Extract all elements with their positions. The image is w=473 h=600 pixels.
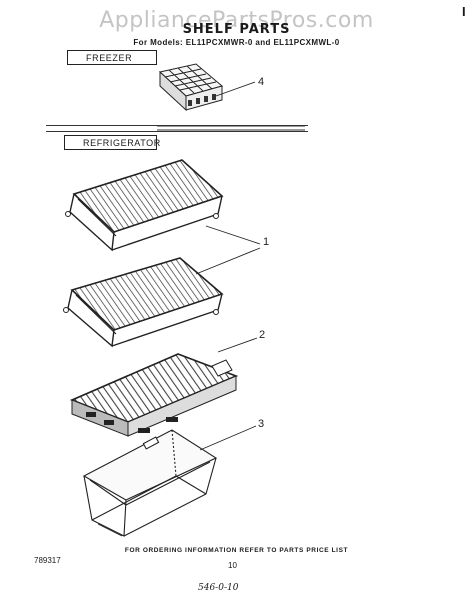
corner-mark: I bbox=[462, 4, 466, 19]
models-line: For Models: EL11PCXMWR-0 and EL11PCXMWL-… bbox=[133, 38, 340, 47]
ice-tray-illustration bbox=[158, 63, 224, 112]
ordering-note: FOR ORDERING INFORMATION REFER TO PARTS … bbox=[124, 547, 349, 554]
crisper-cover-illustration bbox=[69, 353, 239, 437]
leader-line-4 bbox=[215, 81, 256, 97]
page-number: 10 bbox=[228, 561, 237, 570]
crisper-pan-illustration bbox=[82, 429, 218, 537]
leader-line-3 bbox=[199, 425, 257, 451]
callout-crisper-pan: 3 bbox=[258, 418, 265, 430]
leader-lines-1 bbox=[195, 225, 261, 275]
callout-wire-shelf: 1 bbox=[263, 236, 270, 248]
callout-ice-tray: 4 bbox=[258, 76, 265, 88]
document-number: 789317 bbox=[34, 556, 61, 565]
freezer-section-label: FREEZER bbox=[67, 50, 157, 65]
lower-wire-shelf-illustration bbox=[63, 257, 224, 348]
watermark-text: AppliancePartsPros.com bbox=[99, 8, 374, 33]
page-title: SHELF PARTS bbox=[182, 22, 291, 37]
handwritten-note: 546-0-10 bbox=[198, 583, 239, 593]
refrigerator-section-label: REFRIGERATOR bbox=[64, 135, 160, 150]
leader-line-2 bbox=[217, 337, 258, 353]
upper-wire-shelf-illustration bbox=[65, 159, 224, 252]
callout-crisper-cover: 2 bbox=[259, 329, 266, 341]
section-rule bbox=[157, 125, 305, 131]
